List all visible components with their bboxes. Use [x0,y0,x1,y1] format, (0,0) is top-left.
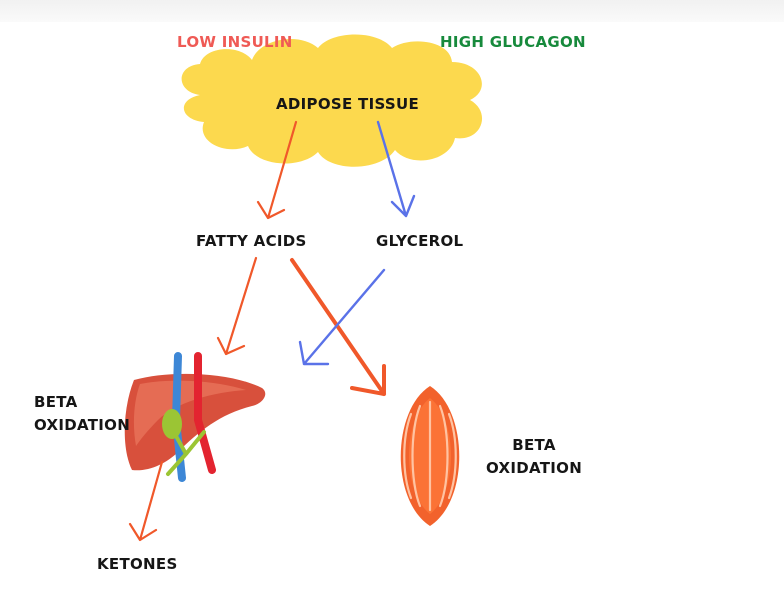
high-glucagon-label: HIGH GLUCAGON [440,33,586,51]
arrow-glycerol-to-liver [298,268,386,366]
liver-beta-oxidation-line-1: BETA [34,393,78,411]
muscle-beta-oxidation-label: BETA OXIDATION [486,434,582,481]
liver-beta-oxidation-line-2: OXIDATION [34,416,131,435]
muscle-icon [400,386,460,526]
arrow-liver-to-ketones [128,460,164,542]
liver-beta-oxidation-label: BETA OXIDATION [34,391,130,438]
muscle-beta-oxidation-line-2: OXIDATION [486,459,583,478]
adipose-tissue-label: ADIPOSE TISSUE [276,95,420,113]
fatty-acids-label: FATTY ACIDS [196,232,307,250]
arrow-fatty-acids-to-liver [216,256,258,356]
ketones-label: KETONES [97,555,178,573]
arrow-adipose-to-glycerol [376,120,416,218]
adipose-cloud-icon [181,34,483,167]
muscle-beta-oxidation-line-1: BETA [512,436,556,454]
low-insulin-label: LOW INSULIN [177,33,293,51]
liver-icon [124,352,266,482]
arrow-adipose-to-fatty-acids [256,120,298,220]
arrow-fatty-acids-to-muscle [290,258,386,396]
glycerol-label: GLYCEROL [376,232,464,250]
top-bar [0,0,784,22]
